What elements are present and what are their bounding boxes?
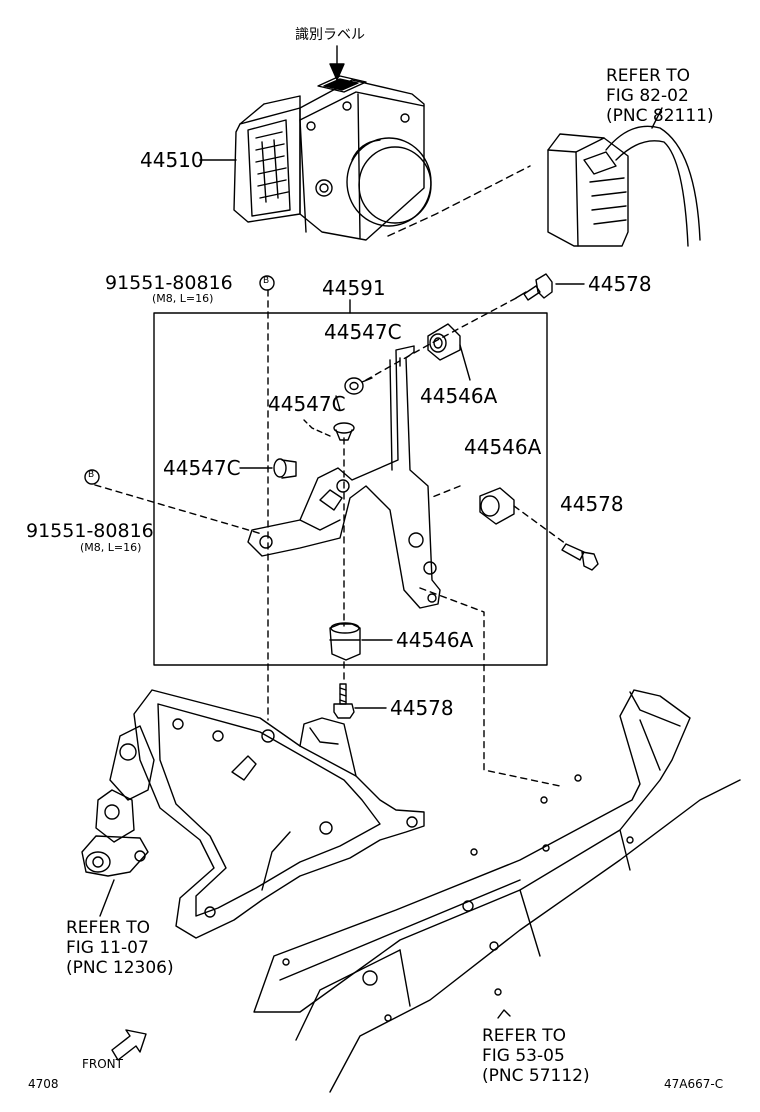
front-arrow-icon — [111, 1029, 147, 1061]
label-44547c-top: 44547C — [324, 320, 402, 344]
footer-left-code: 4708 — [28, 1077, 59, 1091]
ref-marker-b-1-text: B — [263, 276, 270, 286]
label-44578-top: 44578 — [588, 272, 652, 296]
label-44547c-left: 44547C — [163, 456, 241, 480]
actuator-bracket — [247, 345, 441, 609]
ref-marker-b-2-text: B — [88, 470, 95, 480]
label-44591: 44591 — [322, 276, 386, 300]
label-44578-right: 44578 — [560, 492, 624, 516]
label-front: FRONT — [82, 1057, 123, 1071]
label-id-label: 識別ラベル — [295, 27, 365, 43]
footer-right-code: 47A667-C — [664, 1077, 724, 1091]
rubber-mount-44546a-bottom — [329, 622, 361, 661]
label-44578-bottom: 44578 — [390, 696, 454, 720]
harness-connector — [547, 107, 701, 247]
rubber-mount-44546a-top — [427, 323, 461, 361]
label-91551-top-spec: (M8, L=16) — [152, 292, 214, 305]
ref-marker-b-1 — [259, 275, 275, 291]
rubber-mount-44546a-mid — [479, 487, 515, 525]
leader-57112 — [497, 1009, 511, 1019]
connector-dash-line — [387, 165, 531, 237]
label-44546a-bottom: 44546A — [396, 628, 474, 652]
bolt-44578-bottom — [333, 683, 355, 719]
ref-marker-b-2 — [84, 469, 100, 485]
frame-crossmember — [133, 689, 425, 939]
ref-fig-11-07: REFER TO FIG 11-07 (PNC 12306) — [66, 918, 174, 978]
label-91551-top: 91551-80816 — [105, 272, 233, 294]
leader-12306 — [99, 879, 115, 917]
abs-actuator-44510 — [233, 45, 432, 241]
collar-44547c-left — [273, 458, 297, 479]
collar-44547c-top — [344, 377, 373, 395]
label-91551-left: 91551-80816 — [26, 520, 154, 542]
label-44546a-top: 44546A — [420, 384, 498, 408]
engine-mount-bracket — [81, 725, 155, 877]
ref-fig-82-02: REFER TO FIG 82-02 (PNC 82111) — [606, 66, 714, 126]
bracket-assembly-frame — [153, 312, 548, 666]
label-44510: 44510 — [140, 148, 204, 172]
label-91551-left-spec: (M8, L=16) — [80, 541, 142, 554]
ref-fig-53-05: REFER TO FIG 53-05 (PNC 57112) — [482, 1026, 590, 1086]
bolt-44578-right — [561, 543, 599, 571]
label-44547c-mid: 44547C — [268, 392, 346, 416]
bolt-44578-top — [515, 273, 553, 301]
label-44546a-mid: 44546A — [464, 435, 542, 459]
side-rail — [253, 689, 741, 1093]
